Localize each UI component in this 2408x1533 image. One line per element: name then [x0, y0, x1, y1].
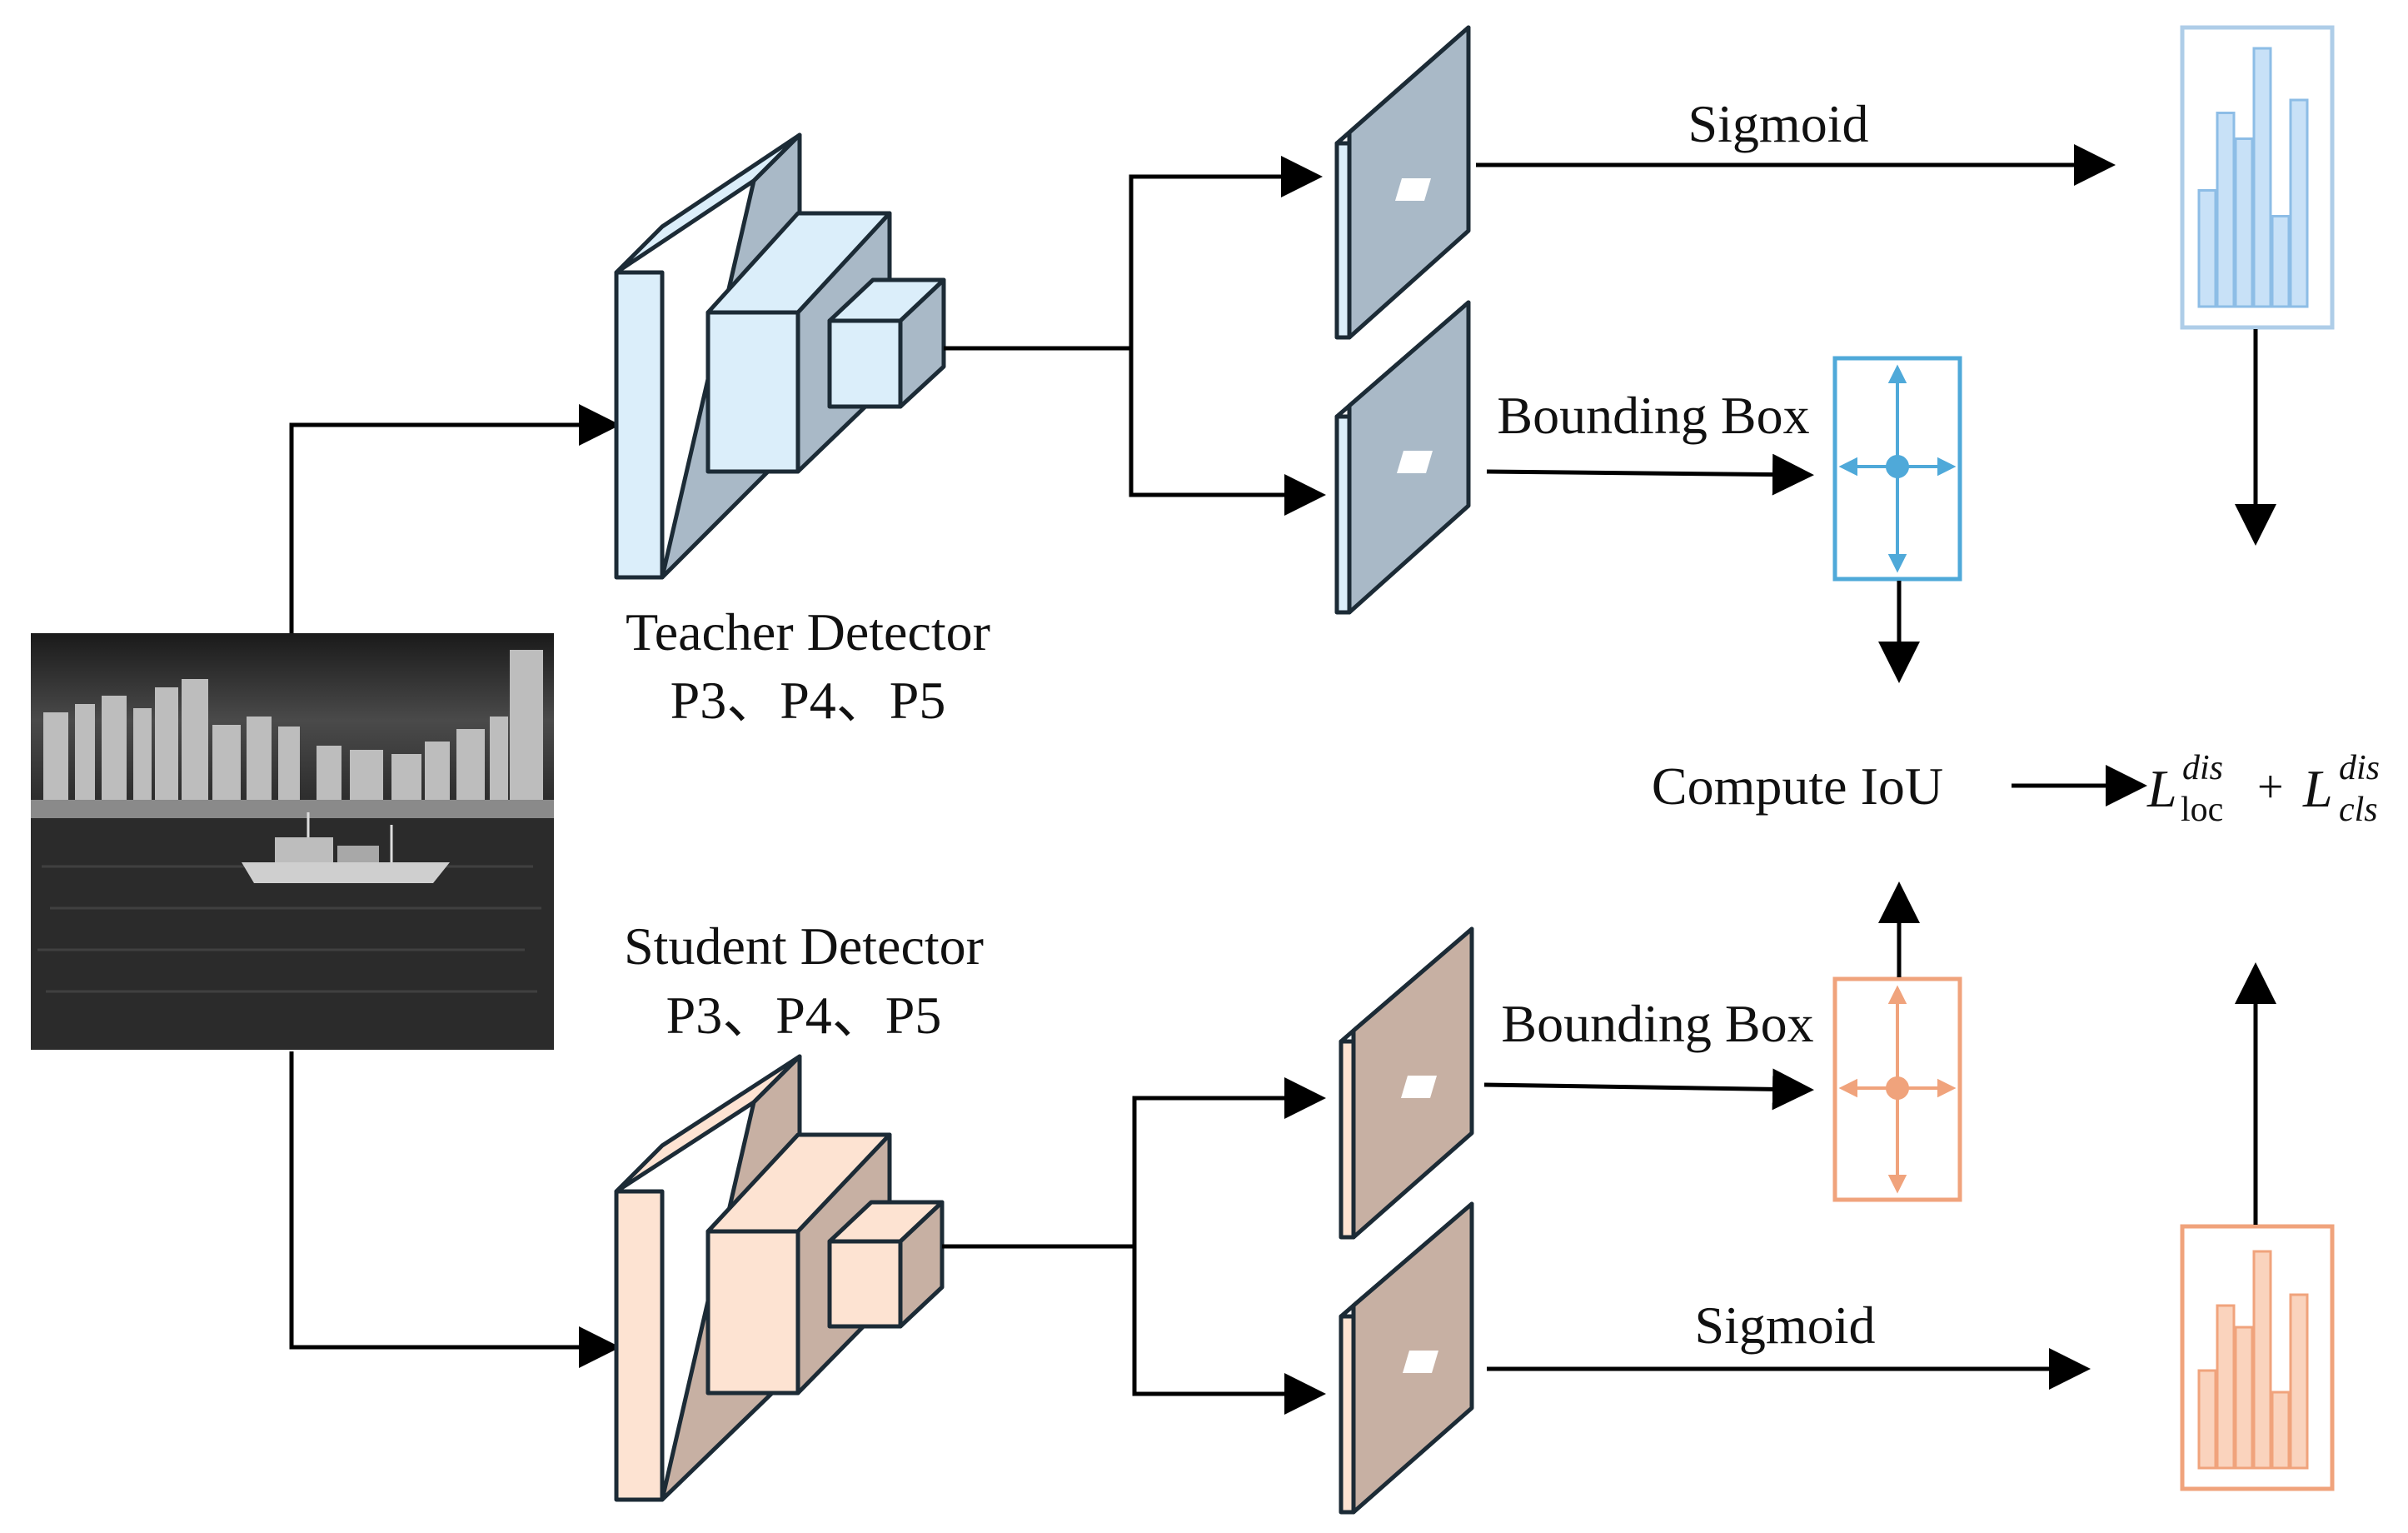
student-head-connectors — [942, 1077, 1326, 1415]
sigmoid-top-label: Sigmoid — [1688, 94, 1869, 153]
loss-loc-symbol: L — [2146, 759, 2177, 818]
loss-formula: L dis loc + L dis cls — [2146, 749, 2380, 829]
teacher-histogram-bar — [2252, 47, 2272, 308]
loss-cls-sup: dis — [2339, 749, 2380, 787]
loss-loc-sub: loc — [2181, 791, 2223, 829]
teacher-box-feature-map — [1334, 300, 1471, 615]
input-connectors — [289, 404, 621, 1368]
teacher-histogram-bar — [2271, 215, 2291, 308]
head-output-arrows — [1476, 144, 2116, 1390]
teacher-histogram-bar — [2289, 98, 2309, 308]
student-histogram-bar — [2271, 1391, 2291, 1470]
bbox-bottom-label: Bounding Box — [1501, 994, 1813, 1053]
teacher-detector-title: Teacher Detector — [626, 602, 990, 662]
student-detector-levels: P3、P4、P5 — [666, 986, 942, 1045]
iou-loss-arrows — [1878, 329, 2276, 1225]
student-histogram-bar — [2252, 1250, 2272, 1470]
loss-plus: + — [2257, 762, 2284, 813]
teacher-histogram-bar — [2216, 112, 2236, 308]
boat-icon — [242, 812, 450, 883]
student-detector-title: Student Detector — [624, 916, 984, 976]
compute-iou-label: Compute IoU — [1652, 757, 1943, 816]
input-image — [31, 633, 554, 1050]
student-histogram-bar — [2197, 1369, 2217, 1470]
loss-cls-symbol: L — [2302, 759, 2333, 818]
student-box-feature-map — [1339, 926, 1474, 1240]
teacher-histogram-bar — [2197, 189, 2217, 308]
student-cls-feature-map — [1339, 1201, 1474, 1515]
student-histogram-bar — [2216, 1304, 2236, 1470]
teacher-histogram-icon — [2180, 25, 2335, 330]
student-histogram-icon — [2180, 1224, 2335, 1491]
student-histogram-bar — [2234, 1326, 2254, 1470]
teacher-detector-levels: P3、P4、P5 — [671, 671, 946, 730]
loss-loc-sup: dis — [2182, 749, 2223, 787]
teacher-cls-feature-map — [1334, 25, 1471, 340]
student-histogram-bar — [2289, 1293, 2309, 1470]
teacher-histogram-bar — [2234, 137, 2254, 308]
student-bbox-icon — [1832, 976, 1962, 1202]
teacher-bbox-icon — [1832, 356, 1962, 582]
sigmoid-bottom-label: Sigmoid — [1695, 1296, 1876, 1355]
bbox-top-label: Bounding Box — [1497, 386, 1809, 445]
student-detector — [614, 1054, 945, 1502]
teacher-detector — [614, 132, 946, 580]
teacher-head-connectors — [944, 156, 1326, 516]
loss-cls-sub: cls — [2339, 791, 2378, 829]
